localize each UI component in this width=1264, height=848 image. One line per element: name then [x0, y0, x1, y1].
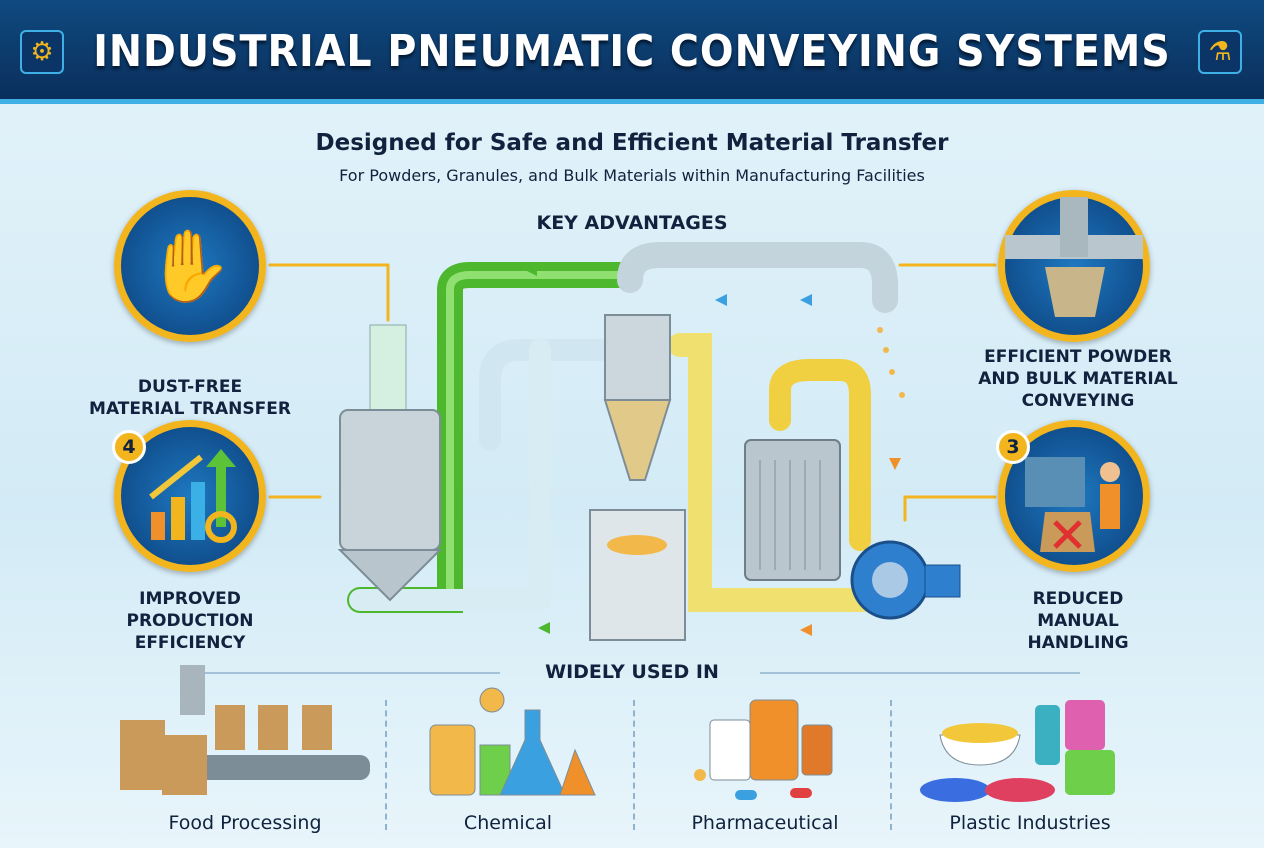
- operator-icon: [1025, 457, 1120, 552]
- industry-plastic: Plastic Industries: [949, 812, 1111, 834]
- label-line: EFFICIENCY: [134, 633, 246, 653]
- divider: [890, 700, 892, 830]
- filter-unit: [744, 439, 841, 581]
- label-line: IMPROVED: [139, 589, 241, 609]
- badge-4: 4: [112, 430, 146, 464]
- divider: [385, 700, 387, 830]
- key-advantages-heading: KEY ADVANTAGES: [536, 212, 728, 234]
- label-line: EFFICIENT POWDER: [984, 347, 1172, 367]
- conveying-icon-circle: [998, 190, 1150, 342]
- gear-icon: ⚙: [20, 30, 64, 74]
- food-processing-illustration: [120, 665, 370, 795]
- advantage-dust-free: DUST-FREE MATERIAL TRANSFER: [70, 376, 310, 420]
- top-pipe: [617, 242, 898, 313]
- masked-hand-icon: ✋: [146, 225, 234, 307]
- industry-chemical: Chemical: [463, 812, 553, 834]
- industry-pharmaceutical: Pharmaceutical: [691, 812, 839, 834]
- divider: [633, 700, 635, 830]
- cyclone-separator: [604, 314, 671, 401]
- efficiency-icon-circle: [114, 420, 266, 572]
- label-line: AND BULK MATERIAL: [978, 369, 1178, 389]
- storage-tank: [339, 409, 441, 551]
- header-banner: [0, 0, 1264, 104]
- industry-food-processing: Food Processing: [168, 812, 322, 834]
- label-line: DUST-FREE: [137, 377, 243, 397]
- chemical-illustration: [429, 687, 596, 796]
- advantage-improved-efficiency: IMPROVED PRODUCTION EFFICIENCY: [70, 588, 310, 654]
- label-line: MANUAL: [1037, 611, 1119, 631]
- badge-3: 3: [996, 430, 1030, 464]
- growth-chart-icon: [149, 449, 237, 543]
- label-line: CONVEYING: [1021, 391, 1135, 411]
- pharmaceutical-illustration: [694, 699, 833, 800]
- subtitle: Designed for Safe and Efficient Material…: [315, 130, 949, 156]
- plastic-industries-illustration: [920, 700, 1115, 802]
- page-title: INDUSTRIAL PNEUMATIC CONVEYING SYSTEMS: [93, 26, 1171, 77]
- widely-used-heading: WIDELY USED IN: [545, 661, 719, 683]
- tagline: For Powders, Granules, and Bulk Material…: [339, 166, 925, 185]
- feed-column: [369, 324, 407, 416]
- receiving-bin: [589, 509, 686, 641]
- advantage-efficient-conveying: EFFICIENT POWDER AND BULK MATERIAL CONVE…: [958, 346, 1198, 412]
- flow-arrow: [525, 264, 537, 276]
- advantage-reduced-handling: REDUCED MANUAL HANDLING: [958, 588, 1198, 654]
- label-line: PRODUCTION: [126, 611, 254, 631]
- label-line: REDUCED: [1032, 589, 1124, 609]
- flask-hand-icon: ⚗: [1198, 30, 1242, 74]
- label-line: HANDLING: [1027, 633, 1129, 653]
- yellow-pipe: [668, 333, 912, 612]
- pipe-outlet-icon: [1005, 197, 1143, 317]
- dust-free-icon-circle: ✋: [114, 190, 266, 342]
- label-line: MATERIAL TRANSFER: [89, 399, 291, 419]
